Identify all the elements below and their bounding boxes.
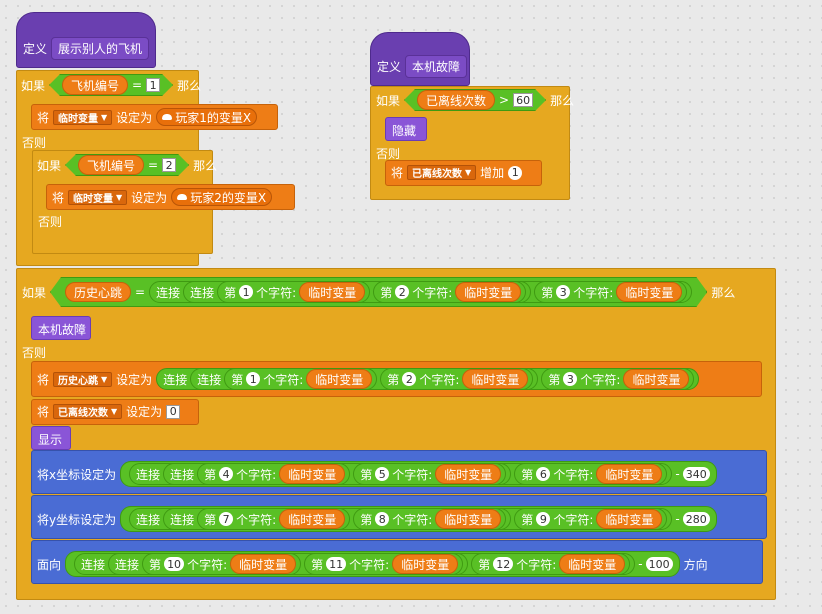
cloud-icon [162,114,173,120]
if-keyword: 如果 [22,285,47,300]
dropdown-arrow-icon: ▼ [101,112,108,122]
else-keyword: 否则 [22,136,47,150]
value-input[interactable]: 60 [513,93,533,107]
value-input[interactable]: 2 [162,158,176,172]
variable-dropdown[interactable]: 已离线次数▼ [53,404,123,419]
variable-dropdown[interactable]: 已离线次数▼ [407,165,477,180]
equals-condition[interactable]: 飞机编号 = 1 [49,74,173,96]
else-keyword: 否则 [22,346,47,360]
define-block-show-others-plane[interactable]: 定义 展示别人的飞机 [16,12,156,68]
value-input[interactable]: 1 [508,165,523,180]
then-keyword: 那么 [711,285,736,300]
variable-dropdown[interactable]: 临时变量▼ [68,189,128,205]
variable-reporter-offline-count[interactable]: 已离线次数 [417,90,495,110]
else-keyword: 否则 [376,147,401,161]
if1-header: 如果 飞机编号 = 1 那么 [21,74,201,96]
then-keyword: 那么 [550,93,575,108]
show-block[interactable]: 显示 [31,426,71,450]
dropdown-arrow-icon: ▼ [116,192,123,202]
call-local-fault-block[interactable]: 本机故障 [31,316,91,340]
equals-condition[interactable]: 飞机编号 = 2 [65,154,189,176]
variable-reporter-plane-number[interactable]: 飞机编号 [78,155,144,175]
define-block-local-fault[interactable]: 定义 本机故障 [370,32,470,86]
variable-dropdown[interactable]: 历史心跳▼ [53,371,113,387]
else-keyword: 否则 [38,215,63,229]
variable-reporter-history-heartbeat[interactable]: 历史心跳 [65,282,131,302]
greater-than-condition[interactable]: 已离线次数 > 60 [404,89,546,111]
if-keyword: 如果 [37,158,62,173]
define-keyword: 定义 [377,60,402,74]
dropdown-arrow-icon: ▼ [465,168,472,177]
value-input[interactable]: 280 [682,512,710,526]
if-keyword: 如果 [376,93,401,108]
then-keyword: 那么 [193,158,218,173]
variable-reporter-plane-number[interactable]: 飞机编号 [62,75,128,95]
dropdown-arrow-icon: ▼ [101,374,108,384]
value-input[interactable]: 100 [645,557,673,571]
procedure-name: 本机故障 [405,55,468,78]
direction-label: 方向 [683,557,708,572]
cloud-variable-reporter[interactable]: 玩家2的变量X [171,188,273,206]
cloud-variable-reporter[interactable]: 玩家1的变量X [156,108,258,126]
variable-dropdown[interactable]: 临时变量▼ [53,109,113,125]
hide-block[interactable]: 隐藏 [385,117,427,141]
value-input[interactable]: 0 [166,404,181,419]
value-input[interactable]: 1 [146,78,160,92]
if-keyword: 如果 [21,78,46,93]
dropdown-arrow-icon: ▼ [111,407,118,416]
define-keyword: 定义 [23,42,48,56]
cloud-icon [177,194,188,200]
value-input[interactable]: 340 [682,467,710,481]
procedure-name: 展示别人的飞机 [51,37,150,60]
then-keyword: 那么 [177,78,202,93]
